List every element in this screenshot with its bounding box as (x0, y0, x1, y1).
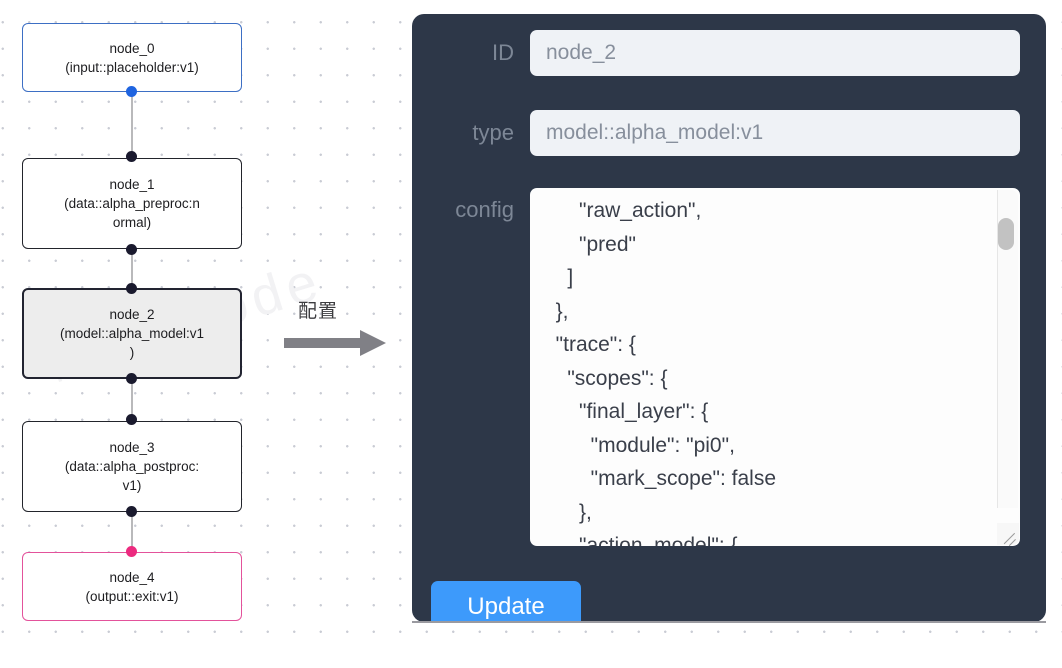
node-title: node_3 (109, 440, 155, 455)
port-node_2-out[interactable] (126, 373, 137, 384)
node-subtitle-line: (data::alpha_preproc:n (64, 196, 200, 211)
graph-node-node_1[interactable]: node_1 (data::alpha_preproc:n ormal) (22, 158, 242, 249)
config-textarea-wrapper (530, 188, 1020, 546)
node-subtitle-line: (input::placeholder:v1) (65, 59, 199, 75)
port-node_0-out[interactable] (126, 86, 137, 97)
node-title: node_0 (109, 40, 155, 56)
update-button[interactable]: Update (431, 581, 581, 622)
transition-annotation: 配置 (284, 296, 398, 362)
id-input[interactable] (530, 30, 1020, 76)
node-title: node_2 (109, 307, 155, 322)
port-node_4-in[interactable] (126, 546, 137, 557)
node-inspector-panel: ID type config Update (412, 14, 1046, 622)
node-subtitle-line: (output::exit:v1) (85, 588, 179, 604)
graph-node-node_2[interactable]: node_2 (model::alpha_model:v1 ) (22, 288, 242, 379)
edge-node2-node3 (131, 377, 133, 418)
node-subtitle-line: (model::alpha_model:v1 (59, 326, 205, 341)
transition-label: 配置 (298, 300, 339, 322)
field-row-config: config (412, 188, 1046, 546)
config-scrollbar-track[interactable] (997, 190, 1018, 508)
textarea-resize-handle[interactable] (997, 523, 1019, 545)
node-graph[interactable]: node_0 (input::placeholder:v1) node_1 (d… (0, 0, 270, 643)
field-row-type: type (412, 110, 1046, 156)
arrow-head (360, 330, 386, 356)
id-field-label: ID (492, 40, 514, 65)
graph-node-node_0[interactable]: node_0 (input::placeholder:v1) (22, 23, 242, 92)
port-node_1-in[interactable] (126, 151, 137, 162)
port-node_2-in[interactable] (126, 283, 137, 294)
graph-node-node_4[interactable]: node_4 (output::exit:v1) (22, 552, 242, 621)
arrow-shaft (284, 338, 362, 348)
type-input[interactable] (530, 110, 1020, 156)
right-arrow-icon (284, 330, 392, 356)
port-node_3-out[interactable] (126, 506, 137, 517)
config-scrollbar-thumb[interactable] (998, 218, 1014, 250)
app-stage: 配置 node node_0 (input::placeholder:v1) n… (0, 0, 1062, 643)
config-field-label: config (455, 197, 514, 222)
port-node_3-in[interactable] (126, 414, 137, 425)
node-subtitle-line: v1) (122, 478, 142, 493)
edge-node3-node4 (131, 511, 133, 550)
edge-node0-node1 (131, 91, 133, 157)
node-subtitle-line: ormal) (112, 215, 152, 230)
field-row-id: ID (412, 30, 1046, 76)
edge-node1-node2 (131, 249, 133, 287)
type-field-label: type (472, 120, 514, 145)
config-textarea[interactable] (530, 188, 1020, 546)
node-title: node_1 (109, 177, 155, 192)
node-subtitle-line: ) (129, 345, 135, 360)
graph-node-node_3[interactable]: node_3 (data::alpha_postproc: v1) (22, 421, 242, 512)
node-subtitle-line: (data::alpha_postproc: (64, 459, 200, 474)
panel-bottom-edge (412, 621, 1046, 623)
port-node_1-out[interactable] (126, 244, 137, 255)
node-title: node_4 (109, 569, 155, 585)
